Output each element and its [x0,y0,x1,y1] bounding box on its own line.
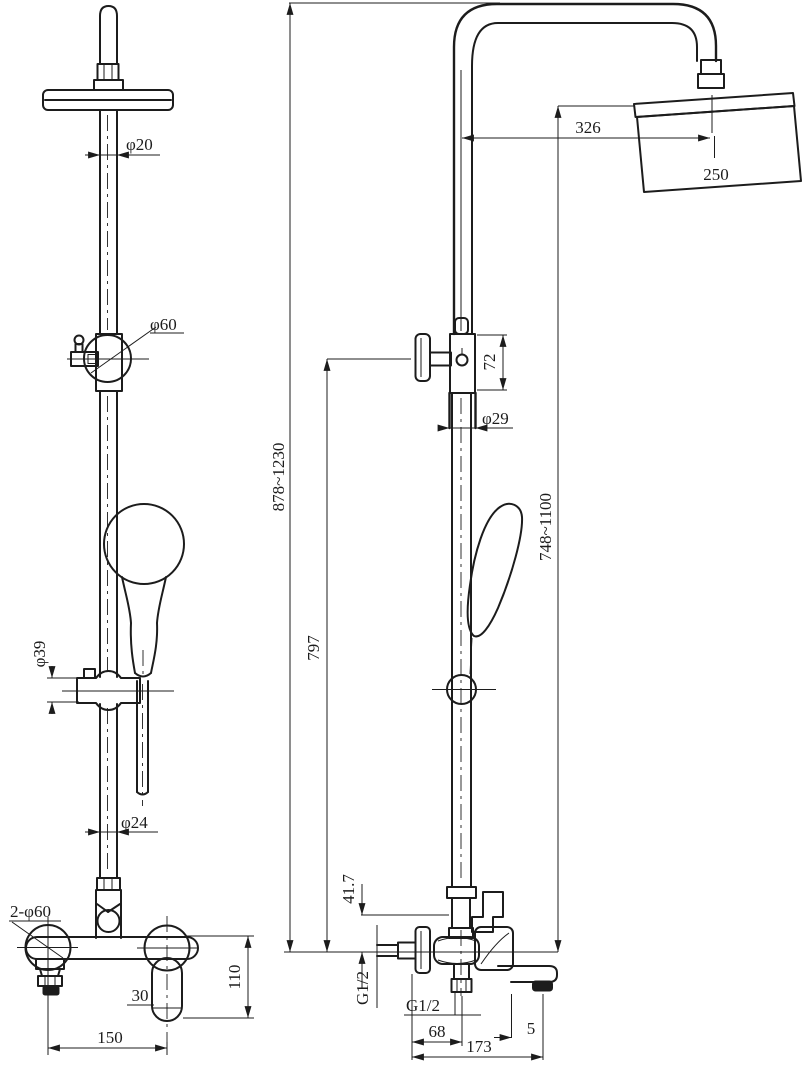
side-view: 326 250 878~1230 797 748~1100 [269,2,802,1061]
dim-748-1100-label: 748~1100 [536,493,555,561]
dim-2phi60-label: 2-φ60 [10,902,51,921]
dim-72-label: 72 [480,354,499,371]
dim-phi20-label: φ20 [126,135,153,154]
dim-phi24-label: φ24 [121,813,148,832]
side-dim-326: 326 [462,118,710,142]
front-dim-2phi60: 2-φ60 [9,902,64,959]
side-head-connector [697,59,725,158]
dim-phi60-label: φ60 [150,315,177,334]
side-dim-g12-outlet: G1/2 [404,992,481,1016]
front-diverter-slider: φ60 [67,315,184,392]
dim-phi39-label: φ39 [30,641,49,668]
side-dim-g12-inlet: G1/2 [353,925,378,1008]
side-dim-878-1230: 878~1230 [269,2,500,952]
front-dim-30: 30 [127,986,181,1009]
dim-878-1230-label: 878~1230 [269,443,288,512]
dim-g12-outlet-label: G1/2 [406,996,440,1015]
front-dim-phi24: φ24 [85,813,158,836]
side-dim-68: 68 [411,974,463,1060]
side-mixer [284,926,558,996]
side-dim-72: 72 [477,334,507,391]
side-dim-41-7: 41.7 [339,874,449,988]
dim-797-label: 797 [304,635,323,661]
side-dim-748-1100: 748~1100 [536,105,635,952]
dim-5-label: 5 [527,1019,536,1038]
side-pipe-connector [446,886,504,933]
dim-326-label: 326 [575,118,601,137]
front-hose-stub [136,680,149,806]
dim-30-label: 30 [132,986,149,1005]
dim-g12-inlet-label: G1/2 [353,971,372,1005]
dim-68-label: 68 [429,1022,446,1041]
front-dim-110: 110 [183,935,254,1019]
dim-phi29-label: φ29 [482,409,509,428]
front-dim-150: 150 [47,980,168,1055]
front-dim-phi20: φ20 [85,135,160,159]
front-overhead-shower [42,89,174,111]
dim-250-label: 250 [703,165,729,184]
side-gooseneck-pipe [452,2,718,336]
dim-41-7-label: 41.7 [339,874,358,904]
side-dim-5: 5 [494,994,536,1041]
side-lower-pipe [448,391,477,888]
side-dim-173: 173 [412,994,544,1061]
dim-110-label: 110 [225,965,244,990]
front-hand-shower [103,503,185,678]
side-dim-phi29: φ29 [437,409,513,432]
side-hand-shower [432,502,524,705]
front-view: φ20 φ60 [9,5,254,1055]
front-mixer [17,877,199,1042]
front-slide-bracket: φ39 [30,641,174,714]
side-dim-797: 797 [304,358,411,952]
front-riser-pipe [93,5,124,879]
dim-173-label: 173 [466,1037,492,1056]
side-overhead-shower [633,92,802,193]
side-diverter-slider [414,317,476,394]
dim-150-label: 150 [97,1028,123,1047]
